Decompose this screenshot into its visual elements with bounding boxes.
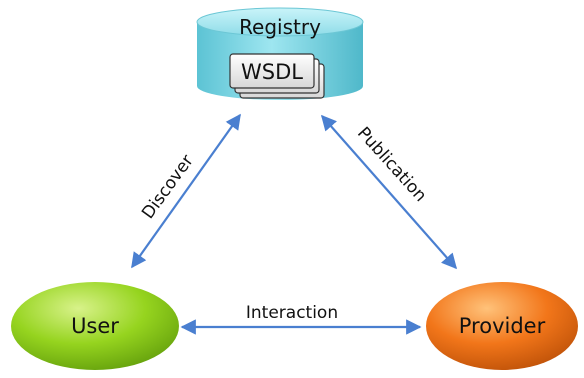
- registry-label: Registry: [239, 15, 321, 39]
- registry-node: Registry WSDL: [196, 7, 364, 100]
- provider-label: Provider: [459, 314, 546, 338]
- user-node: User: [11, 282, 179, 370]
- discover-arrow: [131, 113, 241, 269]
- publication-arrow: [320, 114, 458, 270]
- interaction-label: Interaction: [246, 303, 338, 323]
- provider-node: Provider: [426, 282, 578, 370]
- user-label: User: [71, 314, 119, 338]
- wsdl-document-stack: WSDL: [229, 53, 325, 99]
- wsdl-label: WSDL: [241, 60, 303, 84]
